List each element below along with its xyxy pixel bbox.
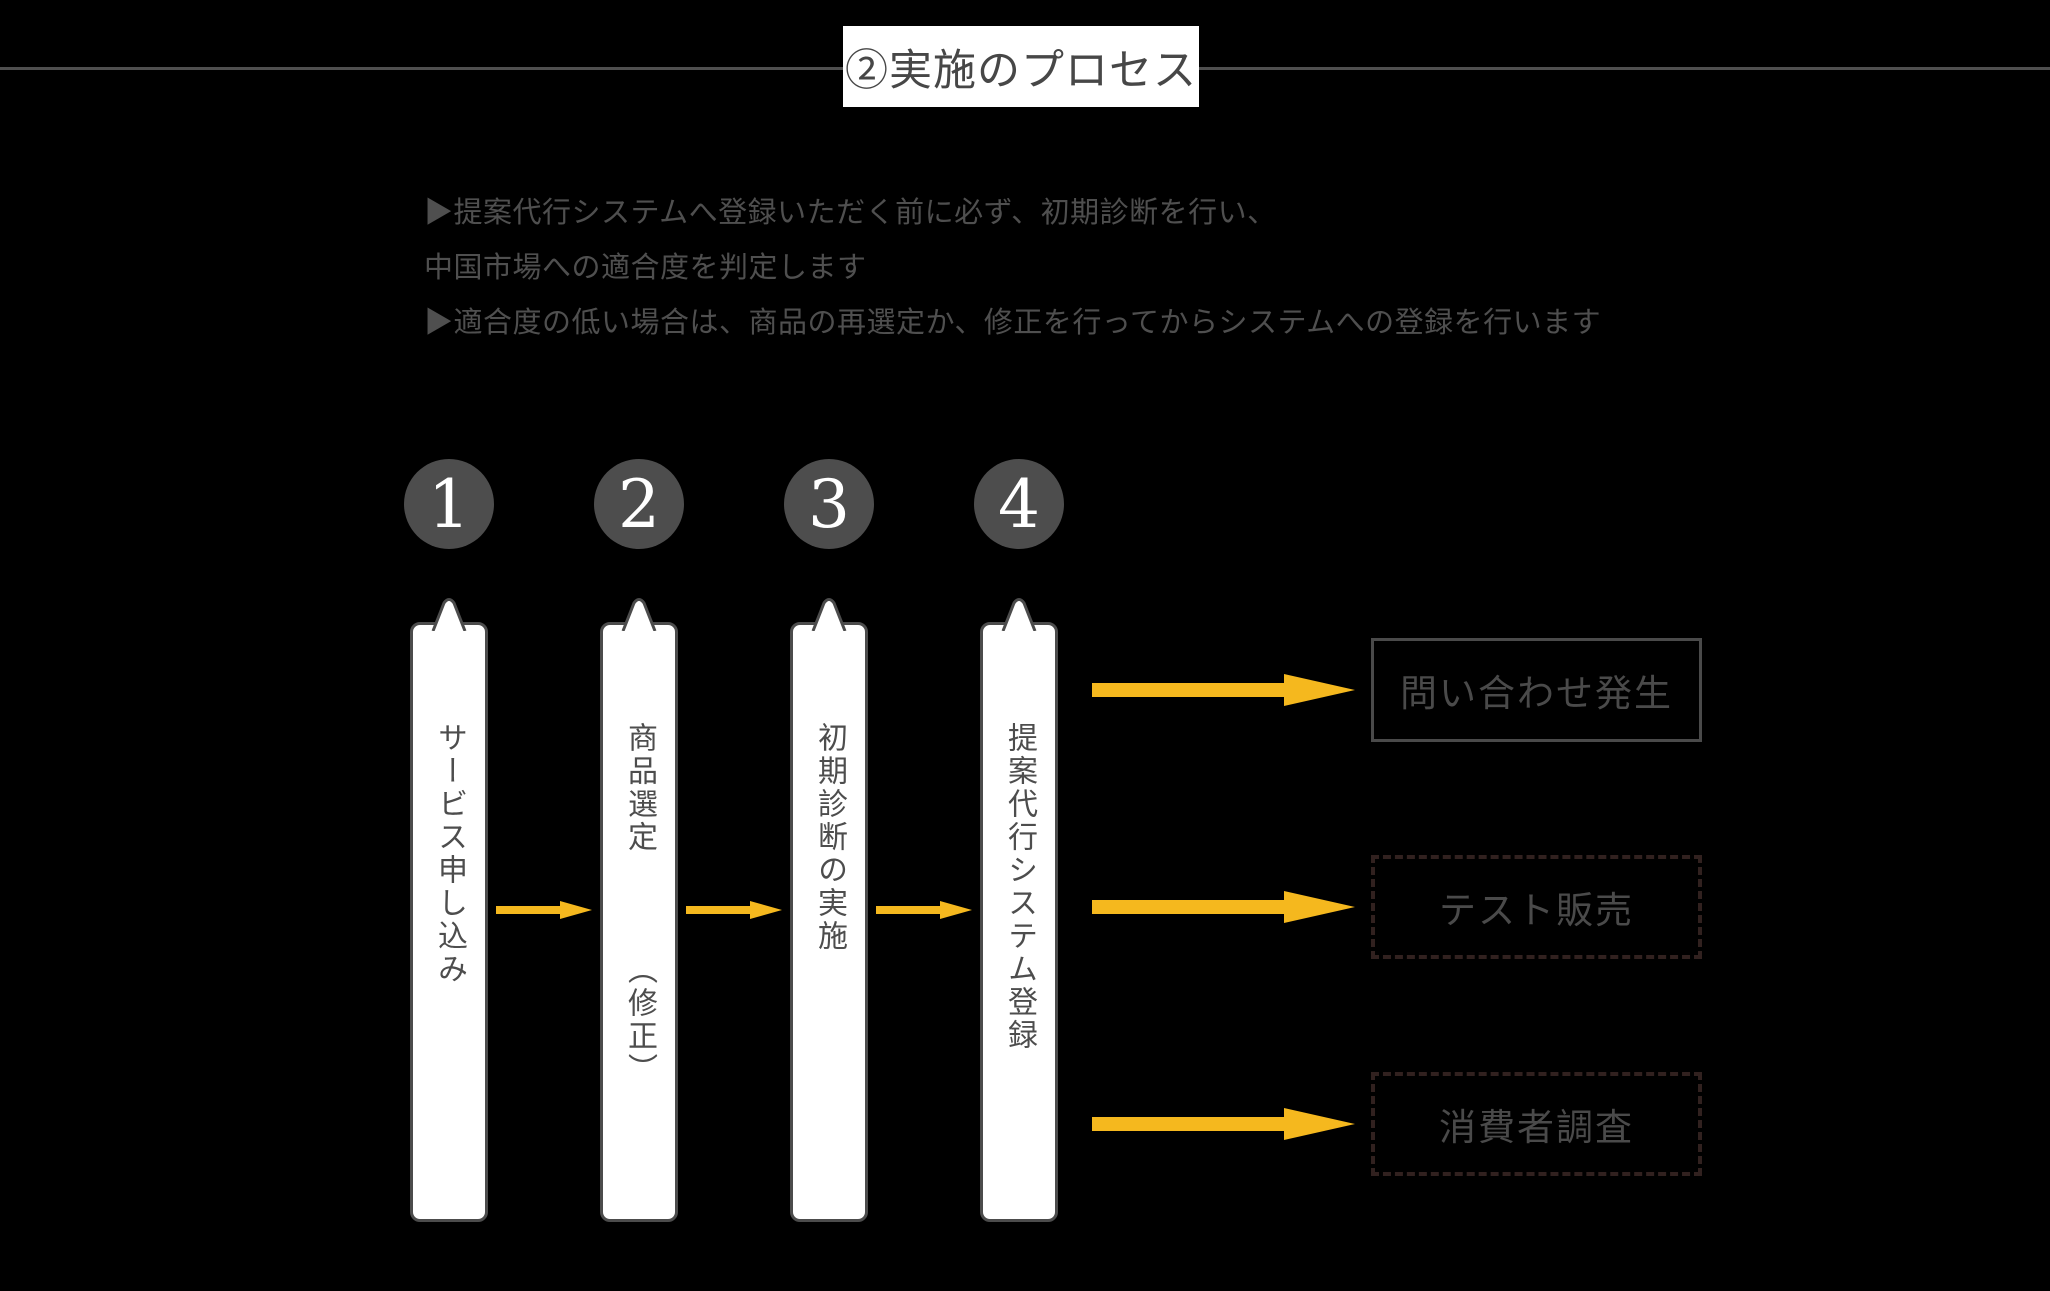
- step-number-circle-2: 2: [594, 459, 684, 549]
- step-number-circle-1: 1: [404, 459, 494, 549]
- step-number: 2: [618, 465, 660, 543]
- box-pointer-icon: [621, 598, 657, 631]
- outcome-label: テスト販売: [1439, 890, 1634, 931]
- outcome-arrow-icon: [1092, 674, 1355, 706]
- box-pointer-icon: [1001, 598, 1037, 631]
- step-number: 1: [428, 465, 470, 543]
- step-number: 4: [998, 465, 1040, 543]
- note-line: ▶適合度の低い場合は、商品の再選定か、修正を行ってからシステムへの登録を行います: [424, 307, 1602, 339]
- outcome-label: 問い合わせ発生: [1400, 673, 1673, 714]
- step-label: 初期診断の実施: [813, 722, 846, 953]
- box-pointer-icon: [811, 598, 847, 631]
- page-title-text: ②実施のプロセス: [845, 46, 1197, 95]
- outcome-label: 消費者調査: [1439, 1107, 1634, 1148]
- outcome-arrow-icon: [1092, 1108, 1355, 1140]
- step-label: 提案代行システム登録: [1003, 722, 1036, 1052]
- outcome-box-test-sales: テスト販売: [1371, 855, 1702, 959]
- outcome-box-consumer-survey: 消費者調査: [1371, 1072, 1702, 1176]
- step-box-system-registration: 提案代行システム登録: [980, 598, 1058, 1222]
- outcome-arrow-icon: [1092, 891, 1355, 923]
- step-label: 商品選定（修正）: [623, 722, 656, 1086]
- note-line: ▶提案代行システムへ登録いただく前に必ず、初期診断を行い、: [424, 197, 1277, 229]
- step-number-circle-3: 3: [784, 459, 874, 549]
- note-line: 中国市場への適合度を判定します: [424, 252, 867, 284]
- notes-block: ▶提案代行システムへ登録いただく前に必ず、初期診断を行い、 中国市場への適合度を…: [424, 186, 1601, 351]
- step-box-initial-diagnosis: 初期診断の実施: [790, 598, 868, 1222]
- outcome-box-inquiry: 問い合わせ発生: [1371, 638, 1702, 742]
- step-arrow-icon: [686, 901, 782, 919]
- step-number-circle-4: 4: [974, 459, 1064, 549]
- step-label: サービス申し込み: [433, 722, 466, 986]
- step-number: 3: [808, 465, 850, 543]
- step-sub-label: （修正）: [623, 954, 656, 1086]
- step-arrow-icon: [496, 901, 592, 919]
- step-arrow-icon: [876, 901, 972, 919]
- step-box-service-application: サービス申し込み: [410, 598, 488, 1222]
- box-pointer-icon: [431, 598, 467, 631]
- step-box-product-selection: 商品選定（修正）: [600, 598, 678, 1222]
- page-title: ②実施のプロセス: [843, 26, 1199, 107]
